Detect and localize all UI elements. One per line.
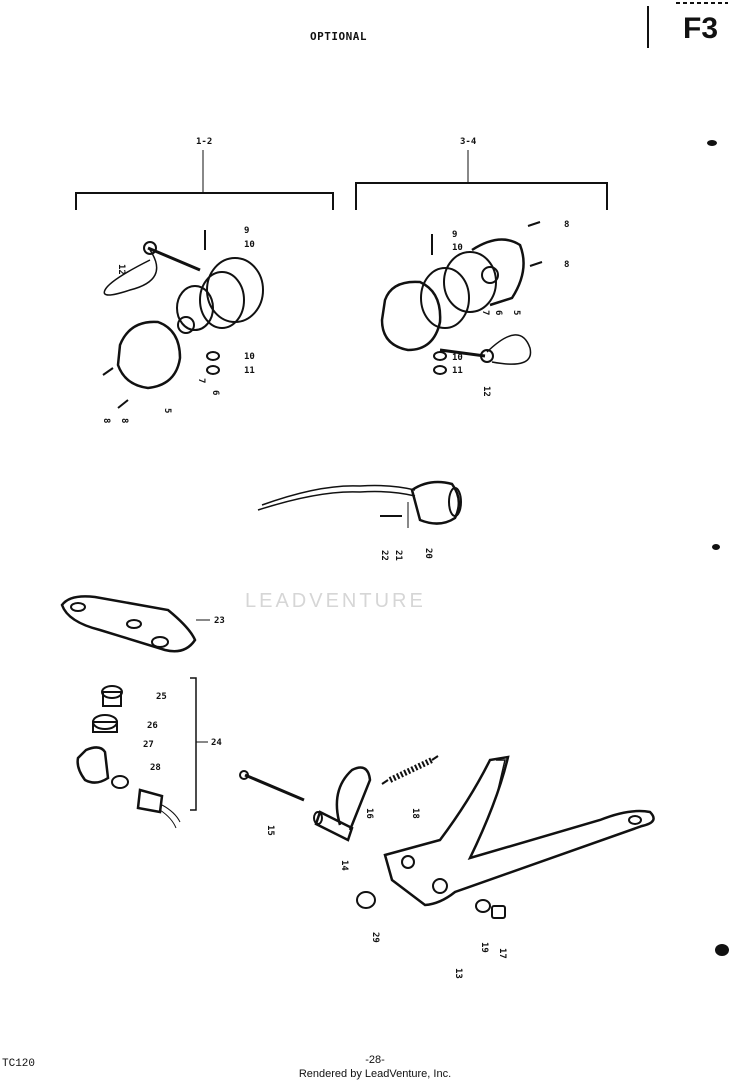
callout-26: 26 [147,721,158,731]
callout-7: 7 [480,310,490,316]
callout-14: 14 [339,860,349,871]
callout-21: 21 [393,550,403,561]
callout-8: 8 [119,418,129,424]
callout-27: 27 [143,740,154,750]
callout-19: 19 [479,942,489,953]
callout-8: 8 [101,418,111,424]
callout-11: 11 [452,366,463,376]
callout-12: 12 [481,386,491,397]
right-turn-signal [380,221,543,375]
callout-10: 10 [244,352,255,362]
page-code: F3 [683,12,719,45]
callout-25: 25 [156,692,167,702]
callout-6: 6 [210,390,220,396]
group-label-right: 3-4 [460,137,477,147]
callout-5: 5 [511,310,521,316]
callout-29: 29 [370,932,380,943]
callout-10: 10 [452,353,463,363]
callout-10: 10 [452,243,463,253]
callout-6: 6 [493,310,503,316]
callout-23: 23 [214,616,225,626]
spring-18 [381,755,439,785]
watermark: LEADVENTURE [245,590,426,612]
stand-13 [383,755,655,907]
edge-marks [707,140,729,956]
bracket-right [355,182,608,210]
callout-22: 22 [379,550,389,561]
callout-16: 16 [364,808,374,819]
callout-7: 7 [196,378,206,384]
callout-8: 8 [564,260,570,270]
callout-5: 5 [162,408,172,414]
callout-20: 20 [423,548,433,559]
callout-10: 10 [244,240,255,250]
washer-19 [475,899,491,913]
callout-15: 15 [265,825,275,836]
pin-14 [313,810,354,842]
wired-switch [257,480,462,528]
model-code: TC120 [2,1058,36,1070]
cap-29 [356,891,376,909]
callout-17: 17 [497,948,507,959]
callout-9: 9 [452,230,458,240]
page-title: OPTIONAL [310,30,367,43]
spring-hook-16 [335,766,372,831]
callout-8: 8 [564,220,570,230]
callout-13: 13 [453,968,463,979]
callout-24: 24 [211,738,222,748]
callout-9: 9 [244,226,250,236]
plate-part-23 [60,595,210,653]
credit-line: Rendered by LeadVenture, Inc. [298,1068,452,1080]
group-label-left: 1-2 [196,137,213,147]
callout-28: 28 [150,763,161,773]
part-stack-24 [76,677,208,829]
page-number: -28- [365,1054,385,1066]
bracket-left [75,192,334,210]
callout-12: 12 [116,264,126,275]
nut-17 [491,905,506,919]
left-turn-signal [102,230,264,409]
callout-11: 11 [244,366,255,376]
callout-18: 18 [410,808,420,819]
bolt-15 [239,770,305,802]
